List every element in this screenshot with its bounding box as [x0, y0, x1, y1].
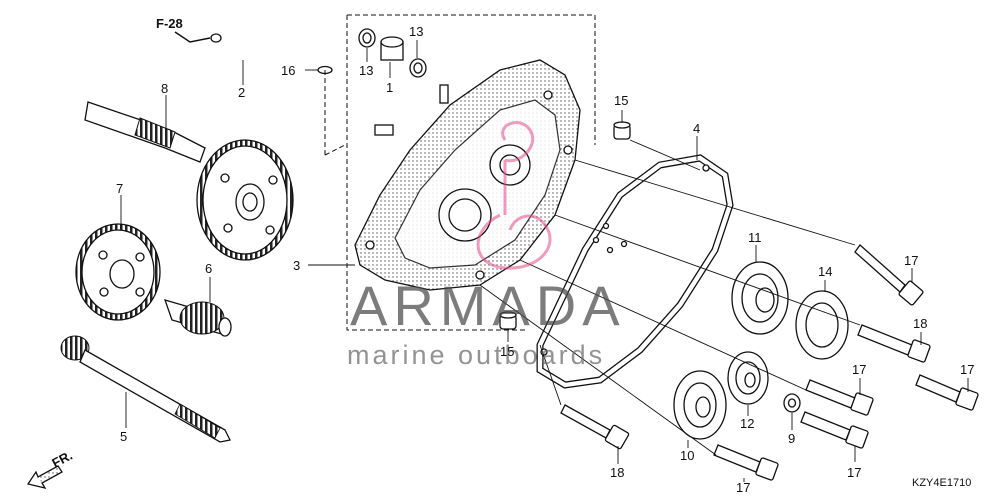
- callout-13[interactable]: 13: [359, 63, 373, 78]
- watermark: ARMADA marine outboards: [347, 121, 626, 370]
- watermark-title: ARMADA: [350, 274, 626, 337]
- callout-10[interactable]: 10: [680, 448, 694, 463]
- countershaft-part[interactable]: [163, 299, 232, 337]
- countershaft-gear-part[interactable]: [75, 223, 161, 321]
- case-assembly-outline: [324, 14, 596, 331]
- bolt-part[interactable]: [560, 404, 630, 450]
- callout-18[interactable]: 18: [913, 316, 927, 331]
- oil-seal-left-part[interactable]: [358, 28, 376, 48]
- front-label: FR.: [49, 448, 75, 471]
- gasket-part[interactable]: [536, 154, 734, 389]
- callout-2[interactable]: 2: [238, 85, 245, 100]
- bolt-part[interactable]: [915, 374, 979, 411]
- bolt-part[interactable]: [800, 411, 869, 449]
- watermark-subtitle: marine outboards: [347, 340, 605, 370]
- callout-15[interactable]: 15: [614, 93, 628, 108]
- bolt-part[interactable]: [857, 324, 931, 363]
- callout-9[interactable]: 9: [788, 431, 795, 446]
- reference-page-label[interactable]: F-28: [156, 16, 183, 31]
- callout-6[interactable]: 6: [205, 261, 212, 276]
- diagram-reference-code: KZY4E1710: [912, 477, 971, 489]
- bolt-part[interactable]: [713, 444, 779, 481]
- drive-shaft-part[interactable]: [60, 335, 231, 443]
- callout-7[interactable]: 7: [116, 181, 123, 196]
- front-arrow-icon: [26, 465, 63, 489]
- callout-13[interactable]: 13: [409, 24, 423, 39]
- callout-17[interactable]: 17: [960, 362, 974, 377]
- callout-12[interactable]: 12: [740, 416, 754, 431]
- bearing-10-part[interactable]: [673, 370, 727, 440]
- callout-5[interactable]: 5: [120, 429, 127, 444]
- reference-arrow-icon: [174, 31, 211, 43]
- callout-17[interactable]: 17: [852, 362, 866, 377]
- callout-11[interactable]: 11: [748, 230, 762, 245]
- oil-seal-right-part[interactable]: [409, 58, 427, 78]
- front-direction-indicator: FR.: [26, 448, 75, 489]
- final-shaft-part[interactable]: [84, 101, 294, 261]
- callout-8[interactable]: 8: [161, 81, 168, 96]
- callout-14[interactable]: 14: [818, 264, 832, 279]
- collar-part[interactable]: [380, 36, 404, 61]
- breather-tube-part[interactable]: [210, 20, 324, 58]
- callout-3[interactable]: 3: [293, 258, 300, 273]
- dowel-pin-lower-part[interactable]: [499, 311, 517, 330]
- leader-lines: [120, 40, 969, 482]
- transmission-case-part[interactable]: [354, 59, 581, 291]
- callout-1[interactable]: 1: [386, 80, 393, 95]
- callout-17[interactable]: 17: [904, 253, 918, 268]
- bolt-part[interactable]: [854, 244, 924, 306]
- oil-seal-14-part[interactable]: [795, 290, 849, 360]
- callout-labels: F-28 2 16 13 13 1 8 15 4 7 6 3 11 14 17 …: [116, 16, 974, 495]
- callout-17[interactable]: 17: [736, 480, 750, 495]
- callout-18[interactable]: 18: [610, 465, 624, 480]
- bearing-11-part[interactable]: [731, 261, 789, 335]
- callout-15[interactable]: 15: [500, 344, 514, 359]
- washer-part[interactable]: [783, 393, 801, 413]
- callout-4[interactable]: 4: [693, 121, 700, 136]
- bolt-part[interactable]: [805, 379, 874, 416]
- bearing-12-part[interactable]: [727, 351, 769, 405]
- callout-16[interactable]: 16: [281, 63, 295, 78]
- callout-17[interactable]: 17: [847, 465, 861, 480]
- watermark-logo-emblem: [476, 121, 552, 270]
- dowel-pin-upper-part[interactable]: [613, 121, 631, 140]
